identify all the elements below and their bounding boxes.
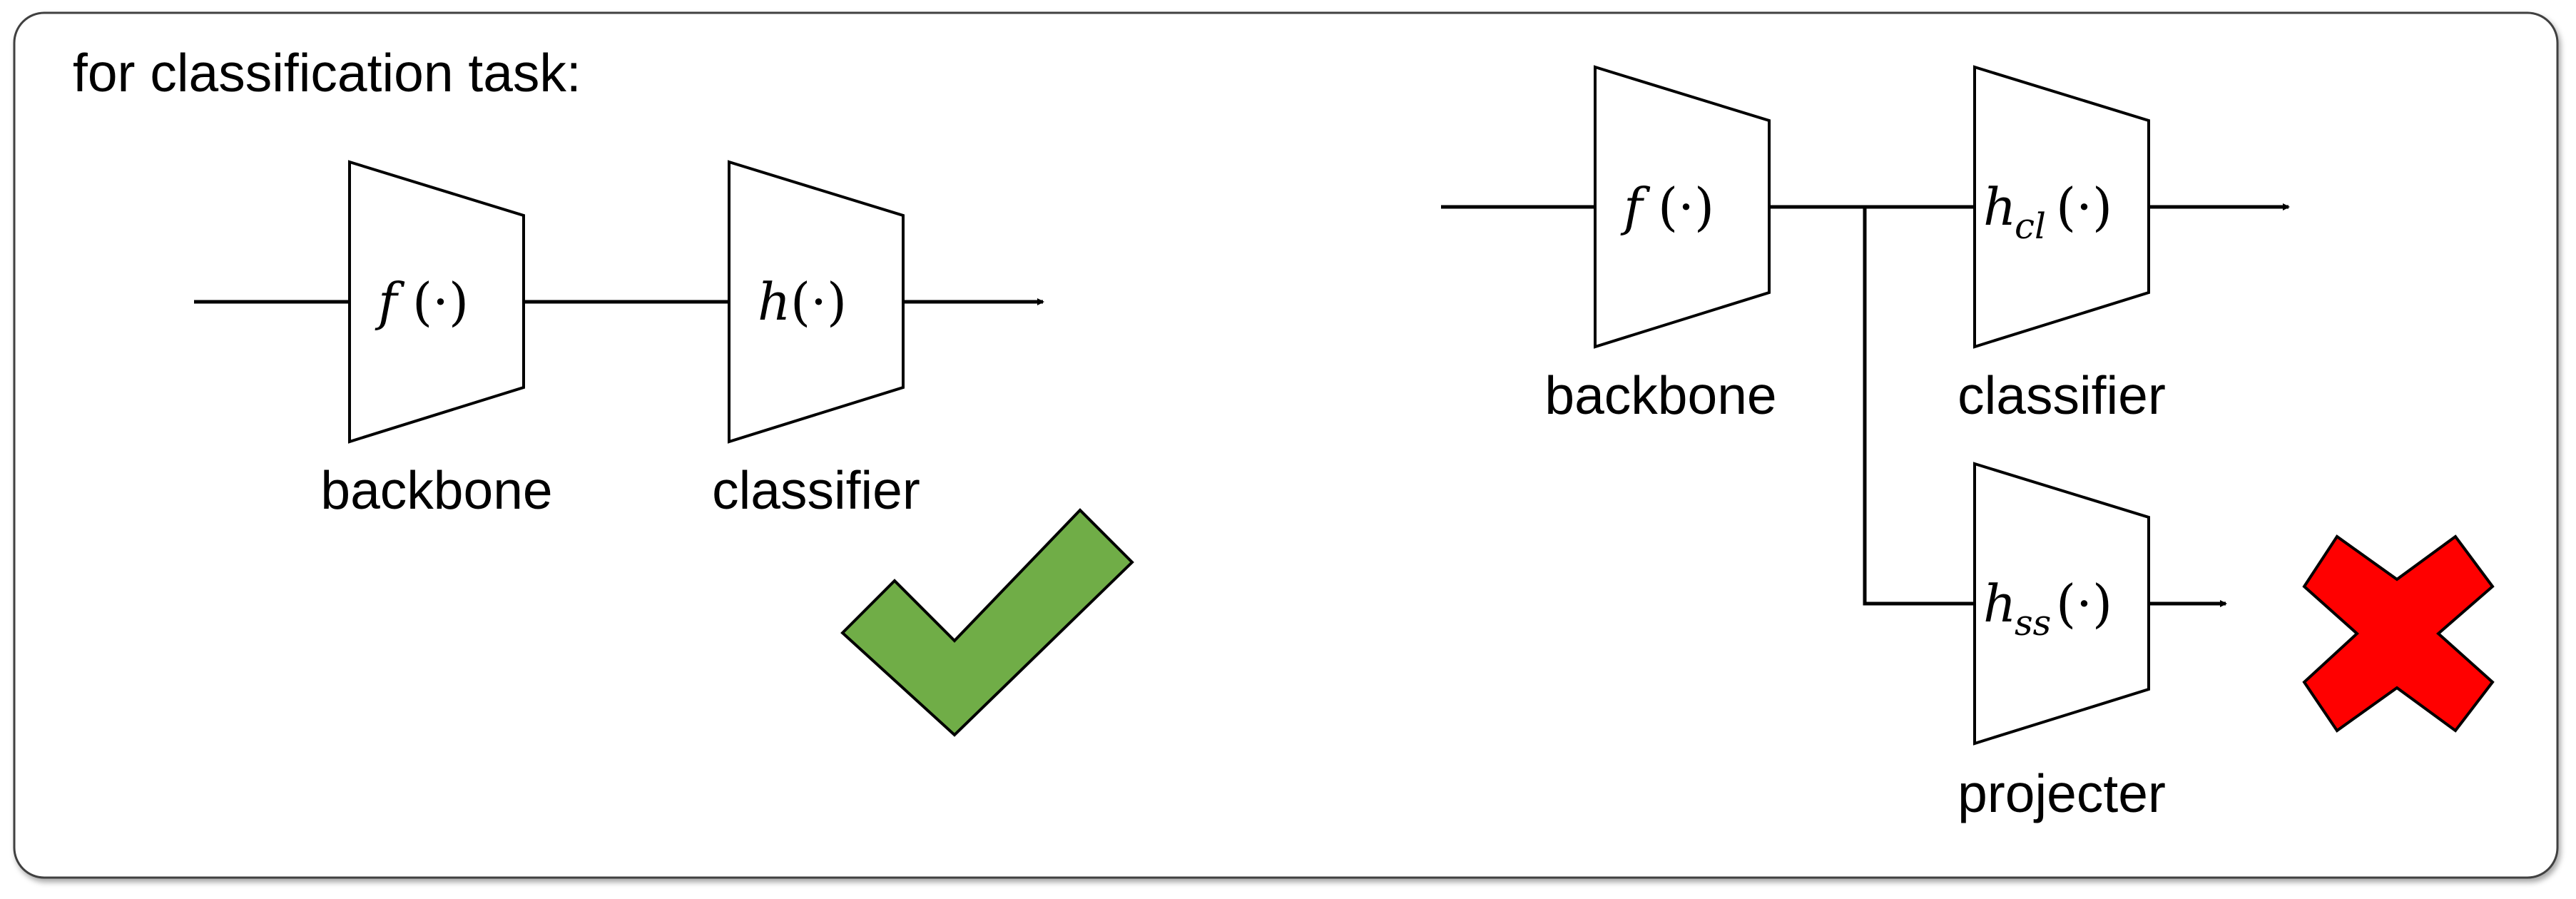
svg-text:h: h <box>1983 177 2016 237</box>
svg-text:(·): (·) <box>1658 177 1714 237</box>
left-classifier-label: classifier <box>712 460 920 520</box>
svg-text:cl: cl <box>2015 205 2046 247</box>
page-title: for classification task: <box>73 43 581 103</box>
right-pipeline: f (·) backbone h cl (·) classifier h ss … <box>1441 65 2495 823</box>
left-classifier-formula: h (·) <box>758 272 847 332</box>
svg-text:(·): (·) <box>412 272 469 332</box>
left-backbone-label: backbone <box>320 460 552 520</box>
cross-mark-icon <box>2302 534 2495 733</box>
svg-text:h: h <box>758 272 790 332</box>
svg-text:(·): (·) <box>2056 177 2112 237</box>
svg-text:h: h <box>1983 574 2016 634</box>
right-backbone-label: backbone <box>1544 365 1776 425</box>
right-projector-label: projecter <box>1958 763 2166 823</box>
check-mark-final <box>840 508 1134 737</box>
left-classifier-block <box>728 160 905 444</box>
svg-text:ss: ss <box>2015 602 2051 644</box>
left-backbone-block <box>348 160 525 444</box>
right-classifier-label: classifier <box>1958 365 2166 425</box>
diagram-frame <box>13 11 2559 879</box>
svg-text:(·): (·) <box>790 272 847 332</box>
right-branch-line <box>1863 207 1975 606</box>
right-backbone-formula: f (·) <box>1620 177 1714 237</box>
right-classifier-block <box>1973 65 2150 349</box>
left-pipeline: f (·) backbone h (·) classifier <box>194 160 1134 737</box>
left-backbone-formula: f (·) <box>375 272 469 332</box>
right-projector-formula: h ss (·) <box>1983 574 2112 644</box>
right-backbone-block <box>1594 65 1771 349</box>
right-projector-block <box>1973 462 2150 746</box>
right-classifier-formula: h cl (·) <box>1983 177 2112 247</box>
svg-text:(·): (·) <box>2056 574 2112 634</box>
